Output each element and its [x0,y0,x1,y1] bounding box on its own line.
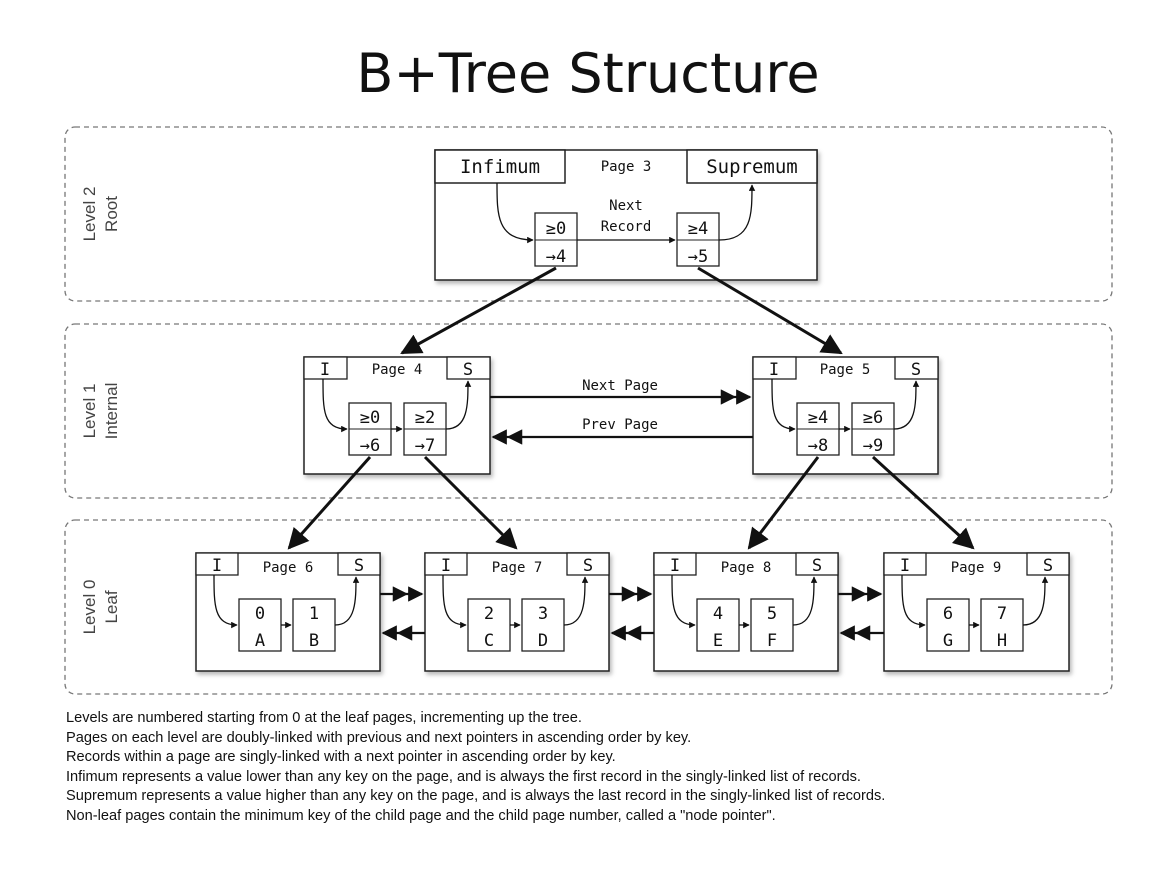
note-line: Non-leaf pages contain the minimum key o… [66,807,776,824]
supremum-label: S [812,556,822,576]
supremum-label: Supremum [706,156,798,178]
infimum-link-arrow [496,182,534,244]
record-key: 3 [538,604,548,624]
leaf-page-9: I S Page 9 6 G 7 H [883,552,1070,672]
level-0-sublabel: Leaf [102,590,121,623]
child-pointer-arrow [287,456,372,550]
internal-page-4: I S Page 4 ≥0 →6 ≥2 →7 [303,356,491,475]
infimum-label: I [320,360,330,380]
record-pointer: →7 [415,436,435,456]
supremum-label: S [463,360,473,380]
child-pointer-arrow [423,455,518,550]
record-pointer: →9 [863,436,883,456]
supremum-record [686,149,818,184]
record-key: 1 [309,604,319,624]
infimum-label: I [670,556,680,576]
note-line: Levels are numbered starting from 0 at t… [66,710,582,726]
note-line: Supremum represents a value higher than … [66,788,886,805]
record-key: ≥0 [546,219,566,239]
record-value: D [538,631,548,651]
record-key: 5 [767,604,777,624]
record-value: B [309,631,319,651]
next-page-label: Next Page [582,378,658,394]
note-line: Infimum represents a value lower than an… [66,768,861,785]
record-value: H [997,631,1007,651]
leaf-page-links [380,586,884,641]
record-value: F [767,631,777,651]
record-key: 7 [997,604,1007,624]
child-pointer-arrow [871,455,975,550]
infimum-record [434,149,566,184]
level-1-label: Level 1 [80,384,99,439]
record-value: A [255,631,265,651]
record-value: G [943,631,953,651]
record-key: ≥4 [688,219,708,239]
supremum-label: S [911,360,921,380]
level-2-frame: Level 2 Root [64,126,1113,302]
infimum-label: I [769,360,779,380]
supremum-link-arrow [718,184,756,241]
level-0-frame: Level 0 Leaf [64,519,1113,695]
child-pointer-arrow [747,456,820,550]
record-key: ≥0 [360,408,380,428]
record-value: E [713,631,723,651]
record-key: ≥2 [415,408,435,428]
infimum-label: I [212,556,222,576]
root-page: Infimum Supremum Page 3 ≥0 →4 ≥4 →5 Next… [434,149,818,281]
record-key: 0 [255,604,265,624]
record-key: 4 [713,604,723,624]
record-key: 6 [943,604,953,624]
record-pointer: →8 [808,436,828,456]
infimum-label: Infimum [460,156,540,178]
diagram-title: B+Tree Structure [356,42,819,105]
leaf-page-7: I S Page 7 2 C 3 D [424,552,610,672]
page-label: Page 6 [263,560,314,576]
note-line: Pages on each level are doubly-linked wi… [66,729,692,746]
child-pointer-arrow [400,266,557,355]
leaf-page-6: I S Page 6 0 A 1 B [195,552,381,672]
level-1-sublabel: Internal [102,383,121,440]
next-record-label: Record [601,219,652,235]
page-label: Page 5 [820,362,871,378]
record-key: ≥6 [863,408,883,428]
internal-page-5: I S Page 5 ≥4 →8 ≥6 →9 [752,356,939,475]
level-1-frame: Level 1 Internal [64,323,1113,499]
notes: Levels are numbered starting from 0 at t… [66,709,1106,827]
record-key: 2 [484,604,494,624]
page-label: Page 9 [951,560,1002,576]
record-key: ≥4 [808,408,828,428]
root-page-label: Page 3 [601,159,652,175]
supremum-label: S [583,556,593,576]
page-label: Page 4 [372,362,423,378]
supremum-label: S [354,556,364,576]
level-2-label: Level 2 [80,187,99,242]
record-pointer: →4 [546,247,566,267]
note-line: Records within a page are singly-linked … [66,749,616,766]
level-2-sublabel: Root [102,196,121,232]
next-record-label: Next [609,198,643,214]
record-value: C [484,631,494,651]
page-label: Page 8 [721,560,772,576]
level-0-label: Level 0 [80,580,99,635]
child-pointer-arrow [697,266,843,355]
infimum-label: I [441,556,451,576]
leaf-page-8: I S Page 8 4 E 5 F [653,552,839,672]
record-pointer: →6 [360,436,380,456]
infimum-label: I [900,556,910,576]
page-label: Page 7 [492,560,543,576]
supremum-label: S [1043,556,1053,576]
prev-page-label: Prev Page [582,417,658,433]
record-pointer: →5 [688,247,708,267]
